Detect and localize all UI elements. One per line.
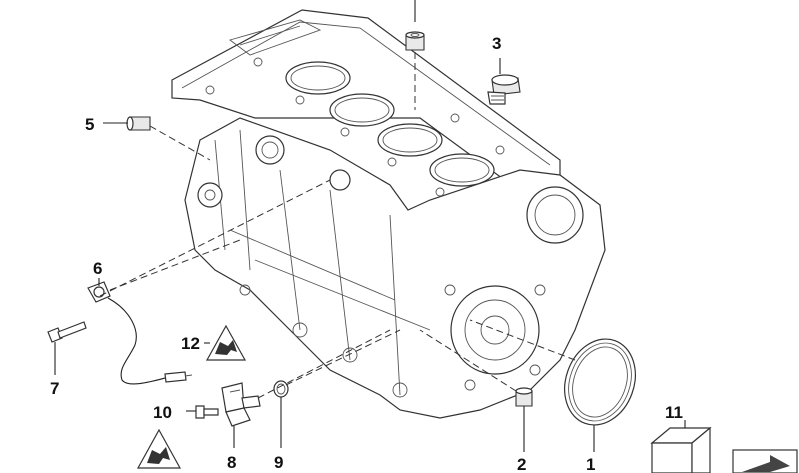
leader-lines: [54, 0, 686, 452]
bolt-knock-sensor: [47, 321, 87, 343]
callout-8: 8: [227, 453, 236, 472]
parts-kit-box: [650, 426, 712, 473]
dowel-sleeve-lower: [515, 387, 533, 407]
dowel-sleeve-top: [405, 31, 425, 51]
callout-6: 6: [93, 259, 102, 278]
screw-plug: [487, 74, 521, 105]
warning-label-triangle-icon: [205, 324, 247, 361]
crankshaft-seal-ring: [564, 338, 636, 426]
crankshaft-position-sensor: [221, 382, 261, 427]
next-page-arrow-icon[interactable]: [732, 449, 798, 473]
callout-11: 11: [665, 403, 683, 422]
knock-sensor: [87, 281, 193, 385]
callout-5: 5: [85, 115, 94, 134]
callout-labels: 1 2 3 5 6 7 8 9 10 11 12: [50, 34, 683, 473]
screw-sensor: [195, 405, 219, 419]
callout-7: 7: [50, 379, 59, 398]
callout-2: 2: [517, 455, 526, 473]
callout-12: 12: [181, 334, 200, 353]
warning-label-triangle-lower-icon: [136, 428, 182, 469]
callout-10: 10: [153, 403, 172, 422]
callout-9: 9: [274, 453, 283, 472]
callout-3: 3: [492, 34, 501, 53]
o-ring: [273, 380, 289, 398]
sleeve-left: [126, 116, 151, 131]
callout-1: 1: [586, 455, 595, 473]
engine-block: [171, 9, 606, 419]
